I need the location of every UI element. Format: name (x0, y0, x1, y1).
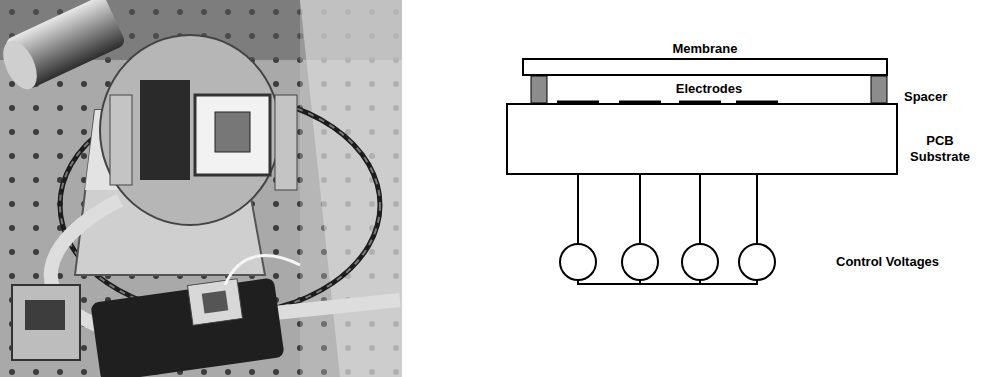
spacer-block (531, 76, 547, 103)
membrane-layer: Membrane (522, 58, 888, 76)
control-voltages-label: Control Voltages (836, 254, 939, 270)
electrodes-label: Electrodes (676, 81, 742, 97)
voltage-source (560, 244, 775, 280)
spacer-block (871, 76, 887, 103)
photo (0, 0, 402, 377)
pcb-substrate: PCB Substrate (506, 103, 898, 175)
spacer-label: Spacer (904, 89, 947, 105)
node-label: PCB Substrate (902, 133, 978, 166)
node-label: Membrane (672, 41, 737, 57)
